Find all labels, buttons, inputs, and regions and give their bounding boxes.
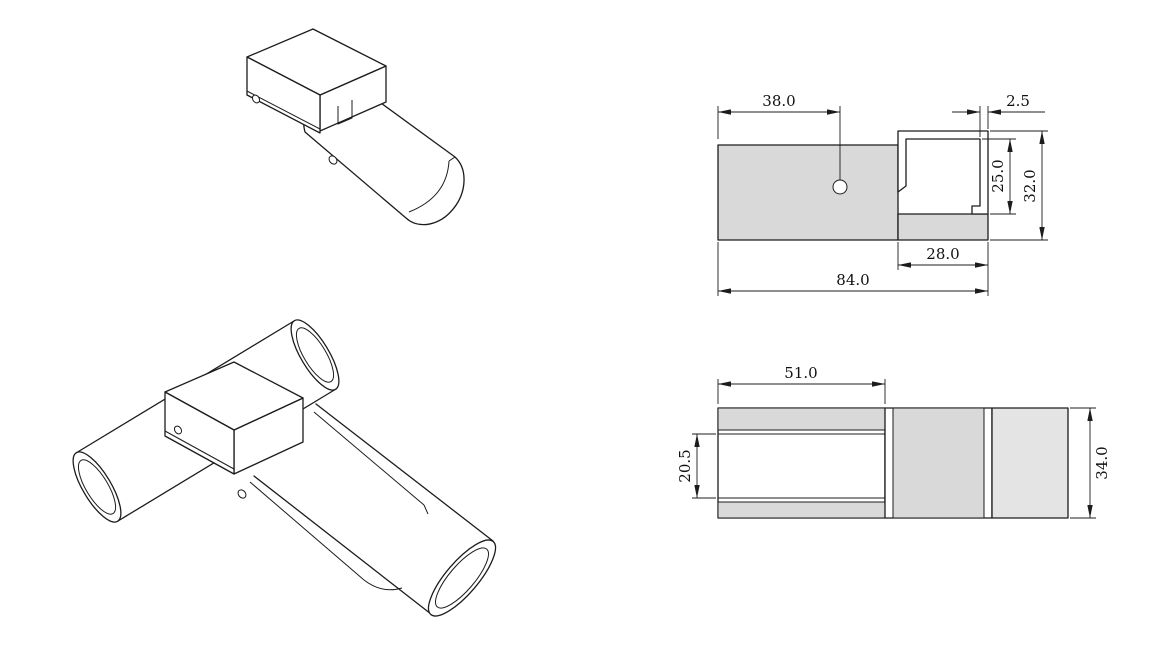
dim-label-wall-thickness: 2.5: [1006, 92, 1030, 110]
assembly-saddle-hole: [237, 489, 247, 499]
top-saddle-wall-bottom: [717, 501, 886, 519]
side-body: [717, 144, 899, 241]
saddle-inner-wall-arc: [408, 160, 450, 213]
dim-saddle-length: 51.0: [717, 364, 886, 404]
clip-profile: [897, 130, 989, 215]
dim-overall-length: 84.0: [717, 242, 989, 296]
dim-label-clip-width: 28.0: [926, 245, 959, 263]
saddle-rim-thickness: [448, 156, 456, 162]
dim-overall-height: 32.0: [990, 130, 1048, 241]
assembly-saddle-upper-rim-end: [423, 504, 429, 515]
tube2-body: [254, 404, 493, 614]
side-hole: [832, 179, 848, 195]
assembly-bracket-left-plate: [164, 391, 235, 475]
top-clip-face: [892, 407, 985, 519]
iso-view-assembly: [72, 319, 497, 617]
dim-label-overall-length: 84.0: [836, 271, 869, 289]
assembly-saddle-lower-rim: [249, 481, 365, 581]
side-view: 38.0 2.5 25.0 32.0 28: [717, 92, 1048, 296]
dim-wall-thickness: 2.5: [952, 92, 1045, 137]
dim-clip-width: 28.0: [897, 242, 989, 270]
tube2-top-edge: [315, 403, 494, 542]
assembly-saddle-end-arc: [363, 579, 403, 591]
tube1-open-end-inner: [77, 459, 117, 515]
bracket-notch: [337, 100, 353, 125]
top-view: 51.0 20.5 34.0: [676, 364, 1111, 519]
dim-label-opening-width: 20.5: [676, 449, 694, 482]
bracket-mount-hole: [251, 94, 261, 104]
dim-label-overall-width: 34.0: [1093, 446, 1111, 479]
top-tube-end: [991, 407, 1069, 519]
dim-label-clip-inner-height: 25.0: [989, 159, 1007, 192]
iso-view-bracket: [246, 28, 465, 226]
dim-overall-width: 34.0: [1070, 407, 1111, 519]
side-body-under-clip: [897, 213, 989, 241]
tube2-open-end-inner: [435, 547, 489, 609]
assembly-saddle-upper-rim: [313, 411, 425, 506]
top-saddle-wall-top: [717, 407, 886, 431]
assembly-bracket-mount-hole: [173, 425, 183, 435]
dim-opening-width: 20.5: [676, 433, 716, 499]
dim-clip-inner-height: 25.0: [982, 138, 1016, 215]
tube1-upper-end-inner: [295, 327, 335, 383]
saddle-hole: [328, 155, 338, 165]
bracket-left-plate: [246, 56, 321, 134]
assembly-bracket-hem-line: [164, 430, 235, 470]
dim-label-overall-height: 32.0: [1021, 169, 1039, 202]
dim-hole-offset: 38.0: [717, 92, 841, 180]
dim-label-hole-offset: 38.0: [762, 92, 795, 110]
tube2-bottom-edge: [253, 475, 432, 615]
dim-label-saddle-length: 51.0: [784, 364, 817, 382]
